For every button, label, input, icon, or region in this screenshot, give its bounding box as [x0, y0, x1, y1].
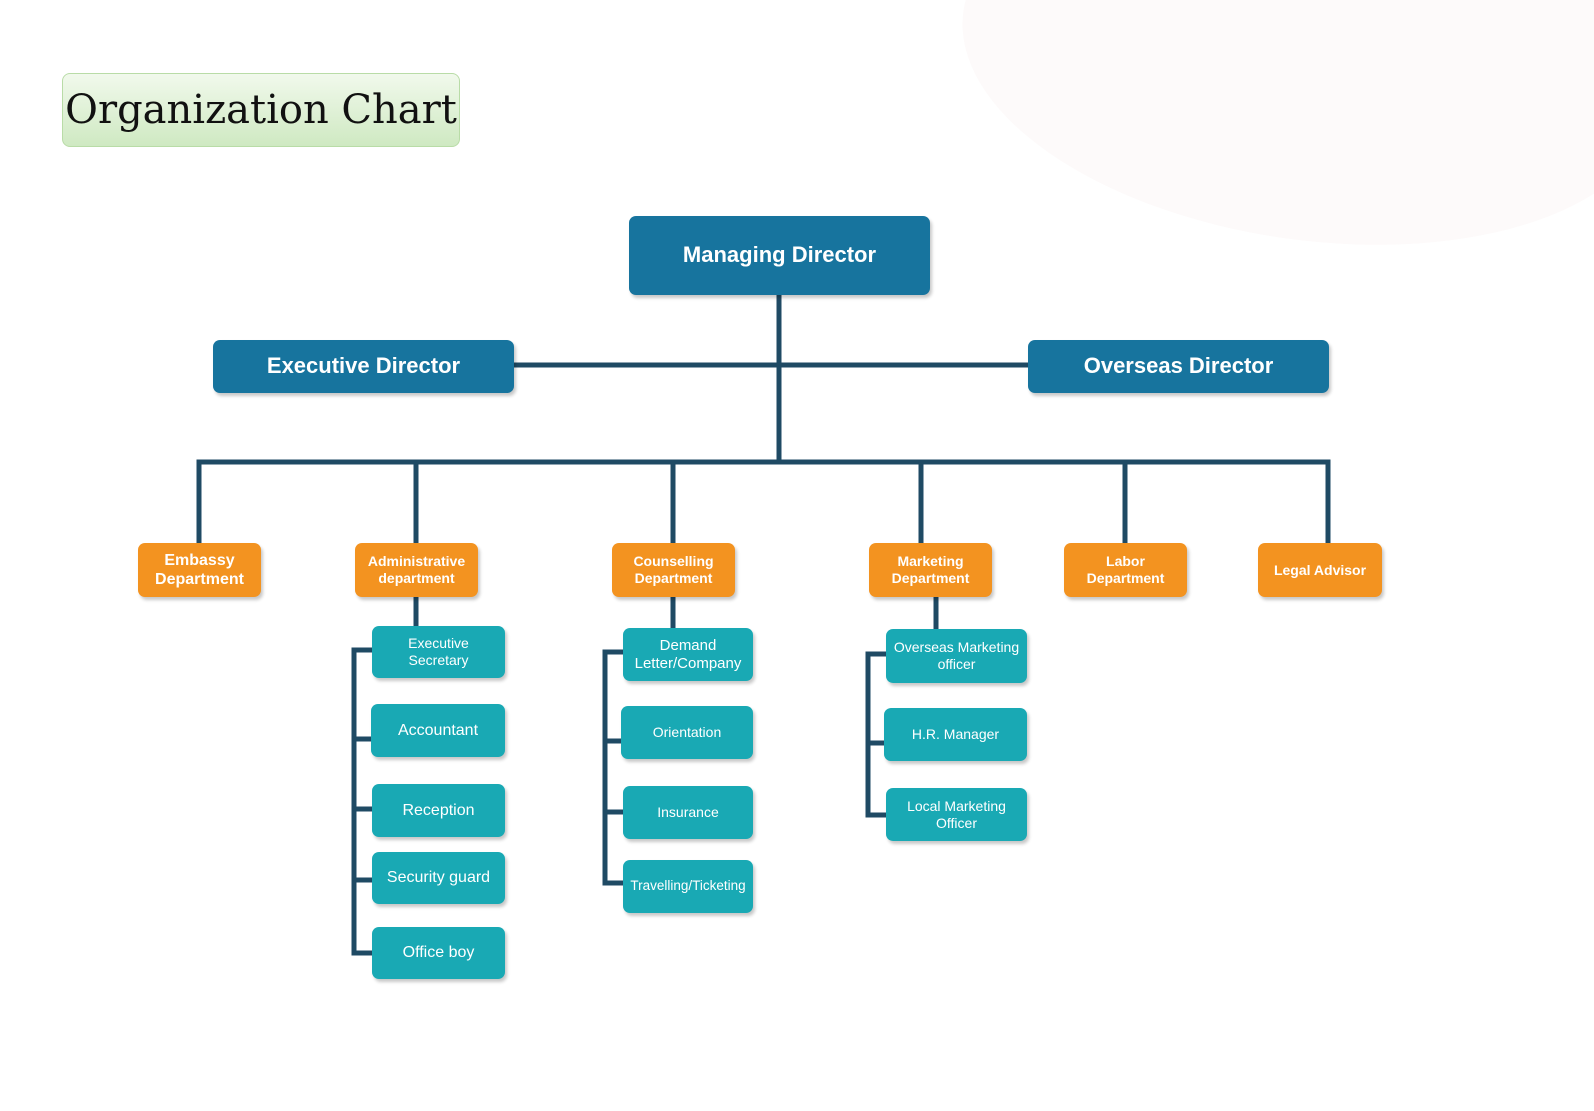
staff-label: Security guard: [386, 869, 491, 887]
overseas-director-box: Overseas Director: [1028, 340, 1329, 393]
staff-label: Accountant: [397, 721, 479, 739]
staff-box-office-boy: Office boy: [372, 927, 505, 979]
staff-box-travelling-ticketing: Travelling/Ticketing: [623, 860, 753, 913]
executive-director-box: Executive Director: [213, 340, 514, 393]
labor-department-box: Labor Department: [1064, 543, 1187, 597]
managing-director-box: Managing Director: [629, 216, 930, 295]
staff-box-local-marketing-officer: Local Marketing Officer: [886, 788, 1027, 841]
marketing-department-box: Marketing Department: [869, 543, 992, 597]
staff-box-insurance: Insurance: [623, 786, 753, 839]
executive-director-label: Executive Director: [266, 353, 461, 379]
department-label: Legal Advisor: [1273, 561, 1367, 578]
embassy-department-box: Embassy Department: [138, 543, 261, 597]
staff-label: Overseas Marketing officer: [893, 639, 1020, 672]
staff-box-executive-secretary: Executive Secretary: [372, 626, 505, 678]
department-label: Administrative department: [367, 553, 466, 586]
staff-box-security-guard: Security guard: [372, 852, 505, 904]
legal-advisor-box: Legal Advisor: [1258, 543, 1382, 597]
managing-director-label: Managing Director: [682, 242, 877, 268]
page-title: Organization Chart: [62, 73, 460, 147]
staff-label: H.R. Manager: [911, 726, 1000, 743]
department-label: Embassy Department: [155, 551, 244, 588]
counselling-department-box: Counselling Department: [612, 543, 735, 597]
staff-box-hr-manager: H.R. Manager: [884, 708, 1027, 761]
overseas-director-label: Overseas Director: [1083, 353, 1274, 379]
staff-label: Travelling/Ticketing: [630, 878, 746, 894]
department-label: Counselling Department: [633, 553, 714, 586]
staff-label: Executive Secretary: [408, 635, 469, 668]
staff-label: Local Marketing Officer: [907, 797, 1006, 831]
staff-label: Office boy: [402, 944, 475, 962]
department-label: Labor Department: [1086, 553, 1165, 586]
staff-box-orientation: Orientation: [621, 706, 753, 759]
staff-box-demand-letter: Demand Letter/Company: [623, 628, 753, 681]
staff-label: Insurance: [657, 804, 719, 821]
administrative-department-box: Administrative department: [355, 543, 478, 597]
staff-label: Reception: [402, 801, 475, 819]
staff-box-reception: Reception: [372, 784, 505, 837]
department-label: Marketing Department: [891, 553, 970, 586]
staff-box-overseas-marketing-officer: Overseas Marketing officer: [886, 629, 1027, 683]
staff-label: Demand Letter/Company: [634, 636, 742, 672]
staff-label: Orientation: [652, 724, 722, 741]
staff-box-accountant: Accountant: [371, 704, 505, 757]
